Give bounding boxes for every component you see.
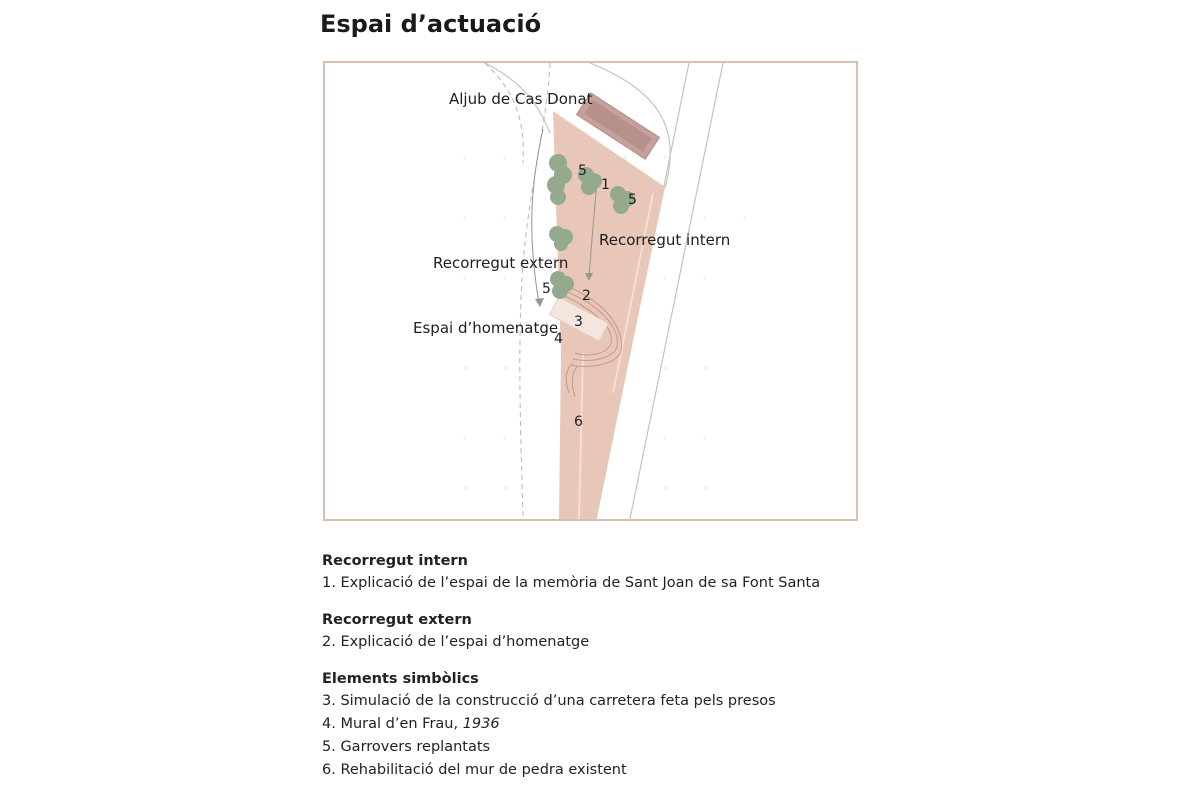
homage-platform bbox=[548, 296, 610, 342]
legend-group-recorregut-intern: Recorregut intern 1. Explicació de l’esp… bbox=[322, 550, 1022, 595]
legend-item: 2. Explicació de l’espai d’homenatge bbox=[322, 634, 590, 650]
dashed-path-lines bbox=[484, 63, 551, 519]
route-arrow-head-intern bbox=[585, 273, 593, 281]
legend-item: 3. Simulació de la construcció d’una car… bbox=[322, 693, 776, 709]
marker-1: 1 bbox=[601, 177, 610, 193]
label-recorregut-intern: Recorregut intern bbox=[599, 231, 731, 249]
marker-2: 2 bbox=[582, 288, 591, 304]
marker-6: 6 bbox=[574, 414, 583, 430]
legend-item: 5. Garrovers replantats bbox=[322, 739, 491, 755]
site-map: Aljub de Cas Donat Recorregut intern Rec… bbox=[323, 61, 858, 521]
marker-4: 4 bbox=[554, 331, 563, 347]
legend-heading: Elements simbòlics bbox=[322, 671, 479, 687]
area-inner-lines bbox=[578, 192, 654, 519]
route-arrow-head-extern bbox=[535, 298, 544, 307]
legend: Recorregut intern 1. Explicació de l’esp… bbox=[322, 550, 1022, 796]
contour-lines bbox=[562, 286, 622, 398]
label-espai-homenatge: Espai d’homenatge bbox=[413, 319, 559, 337]
legend-heading: Recorregut extern bbox=[322, 612, 472, 628]
marker-5-b: 5 bbox=[628, 192, 637, 208]
background-dots bbox=[463, 156, 747, 490]
legend-group-recorregut-extern: Recorregut extern 2. Explicació de l’esp… bbox=[322, 609, 1022, 654]
legend-item: 6. Rehabilitació del mur de pedra existe… bbox=[322, 762, 627, 778]
label-recorregut-extern: Recorregut extern bbox=[433, 254, 569, 272]
legend-group-elements-simbolics: Elements simbòlics 3. Simulació de la co… bbox=[322, 668, 1022, 782]
site-plan-drawing bbox=[463, 63, 747, 519]
marker-5-c: 5 bbox=[542, 281, 551, 297]
label-aljub: Aljub de Cas Donat bbox=[449, 90, 593, 108]
route-arrows bbox=[531, 128, 598, 304]
legend-item: 4. Mural d’en Frau, 1936 bbox=[322, 716, 500, 732]
page-title: Espai d’actuació bbox=[320, 10, 542, 38]
carob-trees bbox=[547, 154, 635, 299]
legend-item: 1. Explicació de l’espai de la memòria d… bbox=[322, 575, 821, 591]
aljub-building bbox=[575, 92, 661, 160]
legend-heading: Recorregut intern bbox=[322, 553, 468, 569]
marker-3: 3 bbox=[574, 314, 583, 330]
marker-5-a: 5 bbox=[578, 163, 587, 179]
